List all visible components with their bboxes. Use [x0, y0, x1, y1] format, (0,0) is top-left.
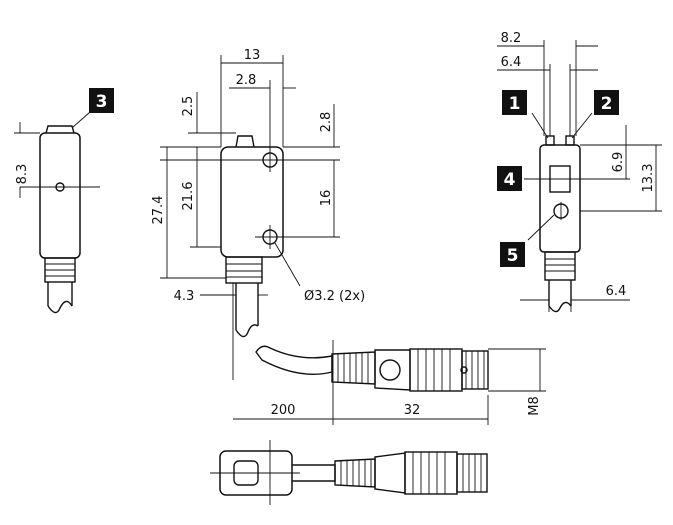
dim-13-3: 13.3	[641, 164, 656, 193]
rear-view: 8.2 6.4 6.9 13.3 6.4 1 2 4	[497, 31, 662, 313]
top-view	[210, 440, 488, 505]
hole-label: Ø3.2 (2x)	[304, 289, 365, 304]
dim-m8: M8	[527, 396, 542, 416]
dim-2-5: 2.5	[181, 96, 196, 117]
dim-2-8-right: 2.8	[319, 112, 334, 133]
dim-200: 200	[271, 403, 296, 418]
svg-text:3: 3	[96, 92, 108, 112]
dim-6-4-bottom: 6.4	[606, 284, 627, 299]
dim-8-2: 8.2	[501, 31, 522, 46]
callout-5: 5	[500, 214, 555, 267]
side-view: 8.3 3	[14, 88, 114, 314]
dim-16: 16	[319, 190, 334, 207]
callout-1: 1	[502, 90, 549, 139]
svg-text:2: 2	[601, 94, 613, 114]
svg-text:1: 1	[509, 94, 521, 114]
dim-4-3: 4.3	[174, 289, 195, 304]
front-view: 13 2.8 2.5 2.8 27.4 21.6 16 4.3 Ø3.2 (	[151, 48, 365, 380]
dim-21-6: 21.6	[181, 182, 196, 211]
svg-text:5: 5	[507, 246, 519, 266]
svg-text:4: 4	[504, 170, 516, 190]
callout-3: 3	[71, 88, 114, 129]
dim-6-4-top: 6.4	[501, 55, 522, 70]
dim-8-3: 8.3	[15, 164, 30, 185]
cable-connector-side: M8 200 32	[233, 340, 546, 425]
dim-32: 32	[404, 403, 421, 418]
dim-13: 13	[244, 48, 261, 63]
dim-2-8-top: 2.8	[236, 73, 257, 88]
callout-4: 4	[497, 166, 550, 191]
dim-27-4: 27.4	[151, 196, 166, 225]
callout-2: 2	[571, 90, 619, 139]
dim-6-9: 6.9	[611, 152, 626, 173]
